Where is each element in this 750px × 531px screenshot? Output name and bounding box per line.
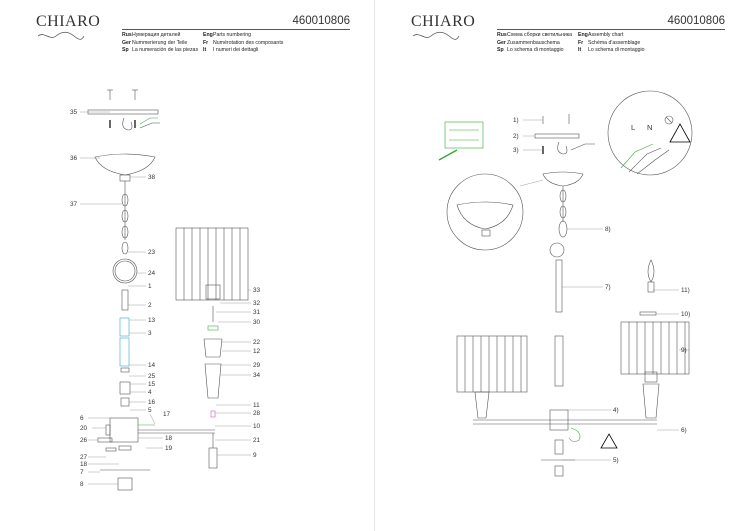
step-4: 4) bbox=[613, 407, 619, 414]
callout-18: 18 bbox=[165, 435, 173, 442]
step-1: 1) bbox=[513, 117, 519, 124]
logo-flourish-icon bbox=[412, 31, 460, 40]
callout-8: 8 bbox=[80, 481, 84, 488]
callout-2: 2 bbox=[148, 302, 152, 309]
callout-3: 3 bbox=[148, 330, 152, 337]
page-fold bbox=[374, 0, 375, 531]
assembly-drawing: 1) 2) 3) 8) 7) 11) 10) 9) 4) 6) 5) L N bbox=[438, 90, 693, 477]
assembly-chart-sheet: CHIARO 460010806 RusСхема сборки светиль… bbox=[375, 0, 750, 531]
callout-30: 30 bbox=[253, 319, 261, 326]
callout-13: 13 bbox=[148, 317, 156, 324]
callout-19: 19 bbox=[165, 445, 173, 452]
live-wire-label: L bbox=[631, 123, 635, 132]
neutral-wire-label: N bbox=[647, 123, 652, 132]
step-7: 7) bbox=[605, 284, 611, 291]
callout-7: 7 bbox=[80, 469, 84, 476]
callout-17: 17 bbox=[163, 411, 171, 418]
callout-25: 25 bbox=[148, 373, 156, 380]
brand-logo: CHIARO bbox=[36, 13, 101, 30]
callout-12: 12 bbox=[253, 348, 261, 355]
product-code: 460010806 bbox=[292, 15, 350, 27]
product-code: 460010806 bbox=[667, 15, 725, 27]
callout-18b: 18 bbox=[80, 461, 88, 468]
step-5: 5) bbox=[613, 457, 619, 464]
header-rule bbox=[497, 29, 725, 30]
callout-16: 16 bbox=[148, 399, 156, 406]
step-6: 6) bbox=[681, 427, 687, 434]
step-2: 2) bbox=[513, 133, 519, 140]
callout-27: 27 bbox=[80, 454, 88, 461]
header-rule bbox=[122, 29, 350, 30]
callout-10: 10 bbox=[253, 423, 261, 430]
callout-35: 35 bbox=[70, 109, 78, 116]
callout-5: 5 bbox=[148, 407, 152, 414]
callout-15: 15 bbox=[148, 381, 156, 388]
callout-24: 24 bbox=[148, 270, 156, 277]
callout-37: 37 bbox=[70, 201, 78, 208]
callout-14: 14 bbox=[148, 362, 156, 369]
callout-38: 38 bbox=[148, 174, 156, 181]
callout-20: 20 bbox=[80, 425, 88, 432]
callout-32: 32 bbox=[253, 300, 261, 307]
step-10: 10) bbox=[681, 311, 690, 318]
callout-26: 26 bbox=[80, 437, 88, 444]
callout-21: 21 bbox=[253, 437, 261, 444]
callout-36: 36 bbox=[70, 155, 78, 162]
callout-29: 29 bbox=[253, 362, 261, 369]
step-9: 9) bbox=[681, 347, 687, 354]
exploded-parts-drawing: 35 36 38 37 23 24 1 2 13 3 14 25 15 4 16… bbox=[70, 89, 261, 491]
step-3: 3) bbox=[513, 147, 519, 154]
step-8: 8) bbox=[605, 226, 611, 233]
callout-6: 6 bbox=[80, 415, 84, 422]
callout-1: 1 bbox=[148, 283, 152, 290]
callout-28: 28 bbox=[253, 410, 261, 417]
callout-9: 9 bbox=[253, 452, 257, 459]
callout-34: 34 bbox=[253, 372, 261, 379]
logo-flourish-icon bbox=[37, 31, 85, 40]
callout-4: 4 bbox=[148, 389, 152, 396]
callout-11: 11 bbox=[253, 402, 260, 409]
callout-31: 31 bbox=[253, 309, 261, 316]
callout-33: 33 bbox=[253, 287, 261, 294]
callout-22: 22 bbox=[253, 339, 261, 346]
callout-23: 23 bbox=[148, 249, 156, 256]
brand-logo: CHIARO bbox=[411, 13, 476, 30]
step-11: 11) bbox=[681, 287, 690, 294]
